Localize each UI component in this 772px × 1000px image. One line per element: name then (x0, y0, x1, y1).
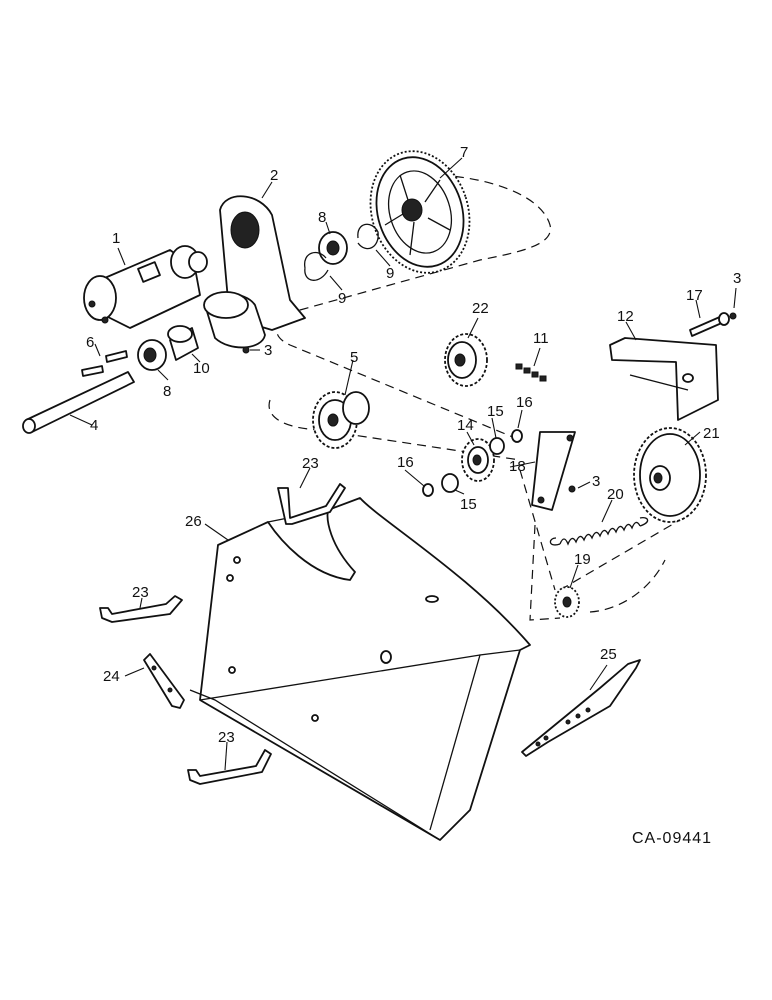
callout-20: 20 (607, 486, 624, 503)
bracket-23-top (277, 483, 346, 525)
callout-2: 2 (270, 167, 278, 184)
callout-3-bolt: 3 (733, 270, 741, 287)
callout-23-left: 23 (132, 584, 149, 601)
callout-15-lower: 15 (460, 496, 477, 513)
callout-3-bracket: 3 (264, 342, 272, 359)
callout-19: 19 (574, 551, 591, 568)
bearing-8-lower (137, 339, 167, 371)
callout-8-upper: 8 (318, 209, 326, 226)
callout-15-upper: 15 (487, 403, 504, 420)
callout-6: 6 (86, 334, 94, 351)
callout-22: 22 (472, 300, 489, 317)
chain-frame-right (529, 524, 666, 621)
leader-lines (69, 157, 737, 771)
sprocket-22 (444, 333, 488, 387)
callout-4: 4 (90, 417, 98, 434)
motor-1 (83, 245, 208, 329)
bracket-23-left (99, 595, 183, 623)
washer-3-bracket (242, 346, 250, 354)
spring-20 (549, 516, 649, 546)
shaft-4 (22, 371, 135, 434)
callout-12: 12 (617, 308, 634, 325)
callout-17: 17 (686, 287, 703, 304)
bolt-17 (689, 312, 730, 337)
callout-23-top: 23 (302, 455, 319, 472)
callout-5: 5 (350, 349, 358, 366)
callout-16-lower: 16 (397, 454, 414, 471)
callout-10: 10 (193, 360, 210, 377)
key-6a (81, 365, 104, 377)
callout-16-upper: 16 (516, 394, 533, 411)
bushing-15-upper (489, 437, 505, 455)
callout-23-bottom: 23 (218, 729, 235, 746)
callout-14: 14 (457, 417, 474, 434)
callout-25: 25 (600, 646, 617, 663)
callout-1: 1 (112, 230, 120, 247)
callout-9-right: 9 (386, 265, 394, 282)
spacer-16-upper (511, 429, 523, 443)
bearing-8-upper (318, 231, 348, 265)
chain-link-11 (515, 363, 547, 382)
bushing-15-lower (441, 473, 459, 493)
callout-21: 21 (703, 425, 720, 442)
callout-24: 24 (103, 668, 120, 685)
bracket-24 (143, 653, 185, 709)
chain-line-19-21 (519, 469, 681, 591)
callout-7: 7 (460, 144, 468, 161)
spacer-16-lower (422, 483, 434, 497)
sprocket-19 (554, 586, 580, 618)
snap-ring-9-left (304, 251, 329, 281)
bracket-23-bottom (187, 749, 272, 785)
sprocket-5 (312, 391, 370, 449)
callout-8-lower: 8 (163, 383, 171, 400)
bracket-25 (521, 659, 641, 757)
sprocket-21 (633, 427, 707, 523)
sprocket-14 (461, 438, 495, 482)
snap-ring-9-right (357, 223, 379, 250)
callout-9-left: 9 (338, 290, 346, 307)
large-gear-7 (369, 150, 471, 274)
bracket-12 (609, 337, 719, 421)
bushing-10 (167, 325, 199, 361)
washer-3-bolt (729, 312, 737, 320)
bracket-2 (203, 195, 306, 349)
drawing-code: CA-09441 (632, 830, 712, 847)
callout-26: 26 (185, 513, 202, 530)
key-6b (105, 350, 128, 363)
guard-26 (189, 497, 531, 841)
washer-3-lower (568, 485, 576, 493)
idler-arm-18 (531, 431, 576, 511)
callout-11: 11 (533, 330, 549, 347)
callout-18: 18 (509, 458, 526, 475)
callout-3-lower: 3 (592, 473, 600, 490)
